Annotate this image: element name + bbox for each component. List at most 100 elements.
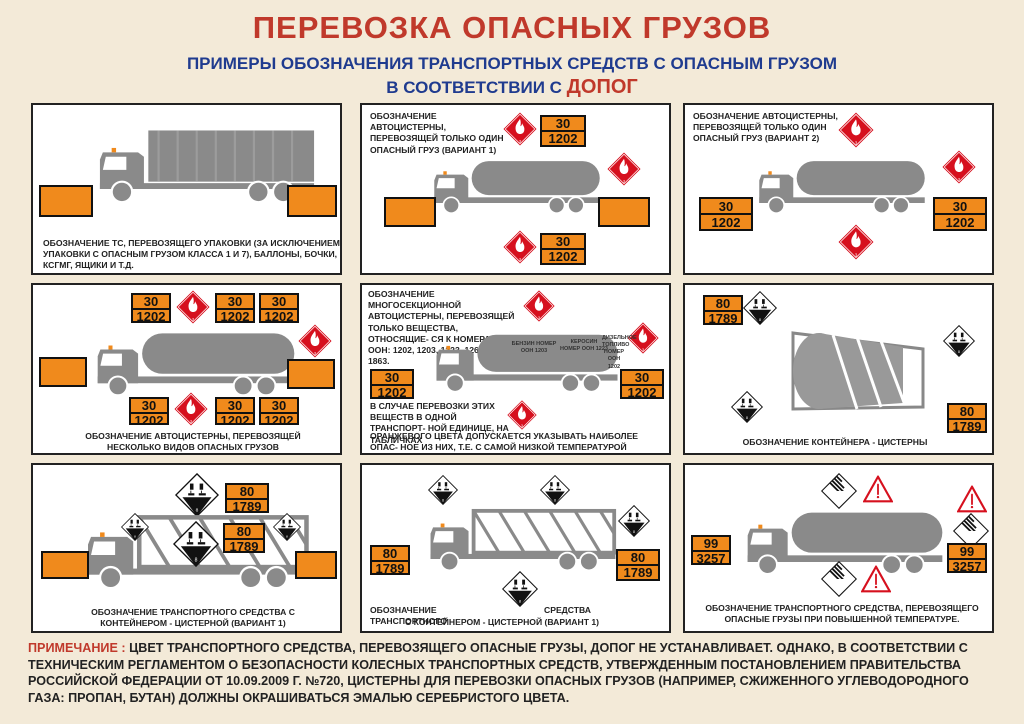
placard-class-number: 3	[642, 348, 644, 352]
flammable-placard-icon: 3	[297, 323, 333, 359]
flammable-placard-icon: 3	[626, 321, 660, 355]
flammable-placard-icon: 3	[522, 289, 556, 323]
placard-class-number: 3	[519, 257, 522, 262]
placard-class-number: 3	[190, 419, 193, 424]
misc-dangerous-goods-placard-icon: 9	[821, 473, 857, 509]
panel-caption: ОБОЗНАЧЕНИЕ АВТОЦИСТЕРНЫ, ПЕРЕВОЗЯЩЕЙ ТО…	[693, 111, 838, 144]
panel-caption-mid: В СЛУЧАЕ ПЕРЕВОЗКИ ЭТИХ ВЕЩЕСТВ В ОДНОЙ …	[370, 401, 509, 445]
corrosive-placard-icon: 8	[540, 475, 570, 505]
corrosive-placard-icon: 8	[731, 391, 763, 423]
rear-orange-plate-blank	[598, 197, 650, 227]
panel-caption: ОБОЗНАЧЕНИЕ ТС, ПЕРЕВОЗЯЩЕГО УПАКОВКИ (З…	[43, 238, 340, 271]
corrosive-placard-icon: 8	[273, 513, 301, 541]
flammable-placard-icon: 3	[506, 399, 538, 431]
placard-class-number: 8	[442, 498, 444, 502]
box-truck-illustration	[97, 125, 317, 209]
tank-section-label: Дизельное топливо Номер ООН 1202	[602, 335, 637, 370]
corrosive-placard-icon: 8	[175, 473, 219, 517]
corrosive-placard-icon: 8	[121, 513, 149, 541]
flammable-placard-icon: 3	[173, 391, 209, 427]
placard-class-number: 9	[838, 589, 841, 594]
page-subtitle-line1: ПРИМЕРЫ ОБОЗНАЧЕНИЯ ТРАНСПОРТНЫХ СРЕДСТВ…	[186, 54, 838, 73]
tank-truck-illustration	[95, 325, 297, 401]
placard-class-number: 3	[192, 317, 195, 322]
footnote-text: ЦВЕТ ТРАНСПОРТНОГО СРЕДСТВА, ПЕРЕВОЗЯЩЕГ…	[28, 641, 969, 705]
rear-orange-plate-blank	[287, 359, 335, 389]
placard-class-number: 3	[958, 177, 961, 182]
tank-section-label: Бензин Номер ООН 1203	[511, 341, 557, 355]
placard-class-number: 3	[623, 179, 626, 184]
tank-truck-illustration	[432, 153, 602, 219]
tank-truck-illustration	[757, 153, 927, 219]
corrosive-placard-icon: 8	[743, 291, 777, 325]
placard-class-number: 8	[958, 350, 960, 354]
placard-class-number: 8	[519, 599, 522, 604]
truck-with-tank-container-illustration	[428, 503, 618, 577]
placard-class-number: 3	[855, 140, 858, 145]
corrosive-placard-icon: 8	[428, 475, 458, 505]
front-orange-plate-blank	[41, 551, 89, 579]
page-title: ПЕРЕВОЗКА ОПАСНЫХ ГРУЗОВ	[252, 10, 772, 45]
placard-class-number: 8	[746, 416, 748, 420]
rear-orange-plate-blank	[287, 185, 337, 217]
footnote: ПРИМЕЧАНИЕ : ЦВЕТ ТРАНСПОРТНОГО СРЕДСТВА…	[28, 640, 998, 706]
placard-class-number: 3	[855, 252, 858, 257]
panel-caption-bottom: ОРАНЖЕВОГО ЦВЕТА ДОПУСКАЕТСЯ УКАЗЫВАТЬ Н…	[370, 431, 639, 453]
placard-class-number: 8	[134, 535, 136, 539]
flammable-placard-icon: 3	[837, 223, 875, 261]
flammable-placard-icon: 3	[606, 151, 642, 187]
placard-class-number: 8	[759, 318, 761, 322]
panel-tanker-single-v1: ОБОЗНАЧЕНИЕ АВТОЦИСТЕРНЫ, ПЕРЕВОЗЯЩЕЙ ТО…	[360, 103, 671, 275]
elevated-temperature-warning-icon	[957, 485, 987, 513]
placard-class-number: 3	[521, 424, 523, 428]
panel-caption-line2: С КОНТЕЙНЕРОМ - ЦИСТЕРНОЙ (ВАРИАНТ 1)	[405, 617, 599, 627]
page-subtitle-line2: В СООТВЕТСТВИИ С ДОПОГ	[0, 76, 1024, 99]
placard-class-number: 8	[196, 508, 199, 514]
corrosive-placard-icon: 8	[173, 521, 219, 567]
panel-caption: ОБОЗНАЧЕНИЕ ТРАНСПОРТНОГО СРЕДСТВА С КОН…	[91, 607, 295, 629]
placard-class-number: 8	[195, 557, 198, 563]
elevated-temperature-warning-icon	[863, 475, 893, 503]
panel-caption: ОБОЗНАЧЕНИЕ КОНТЕЙНЕРА - ЦИСТЕРНЫ	[742, 437, 928, 447]
subtitle-highlight-adr: ДОПОГ	[566, 76, 638, 98]
placard-class-number: 8	[633, 530, 635, 534]
panel-caption-right: СРЕДСТВА	[544, 605, 592, 615]
panel-caption-left: ОБОЗНАЧЕНИЕ ТРАНСПОРТНОГО	[370, 605, 447, 627]
corrosive-placard-icon: 8	[943, 325, 975, 357]
placard-class-number: 8	[554, 498, 556, 502]
flammable-placard-icon: 3	[502, 111, 538, 147]
tank-container-illustration	[791, 331, 925, 411]
placard-class-number: 8	[286, 535, 288, 539]
panel-caption: ОБОЗНАЧЕНИЕ АВТОЦИСТЕРНЫ, ПЕРЕВОЗЯЩЕЙ НЕ…	[85, 431, 301, 453]
rear-orange-plate-blank	[295, 551, 337, 579]
flammable-placard-icon: 3	[502, 229, 538, 265]
elevated-temperature-warning-icon	[861, 565, 891, 593]
panel-tanker-single-v2: ОБОЗНАЧЕНИЕ АВТОЦИСТЕРНЫ, ПЕРЕВОЗЯЩЕЙ ТО…	[683, 103, 994, 275]
flammable-placard-icon: 3	[941, 149, 977, 185]
placard-class-number: 3	[538, 316, 540, 320]
front-orange-plate-blank	[384, 197, 436, 227]
